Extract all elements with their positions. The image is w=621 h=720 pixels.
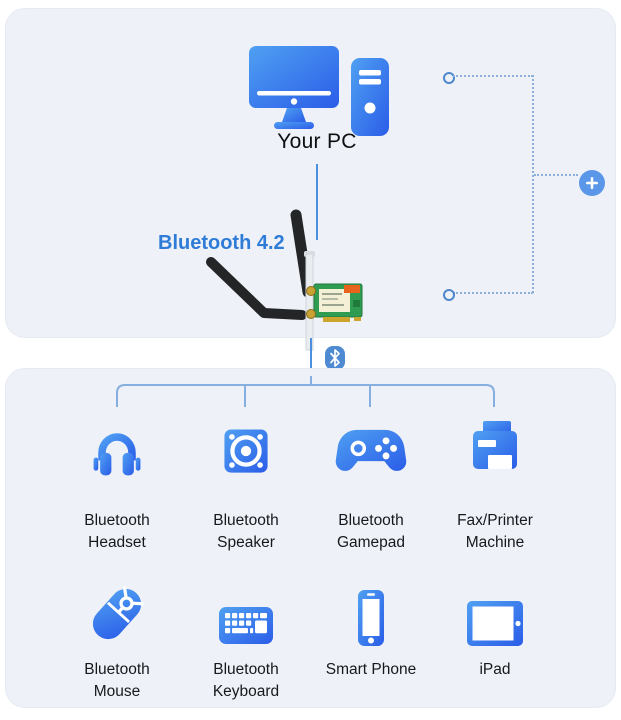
devices-section-panel (5, 368, 616, 708)
pc-to-adapter-line (316, 164, 318, 240)
callout-endpoint-bottom (443, 289, 455, 301)
plus-icon (579, 170, 605, 196)
smartphone-icon (349, 577, 393, 649)
callout-line-top (453, 75, 533, 77)
headset-icon (86, 409, 148, 481)
plus-button[interactable] (579, 170, 605, 196)
pc-label: Your PC (277, 130, 357, 153)
device-label: Fax/Printer Machine (457, 512, 533, 551)
device-cell-speaker: Bluetooth Speaker (176, 409, 316, 554)
device-cell-mouse: Bluetooth Mouse (47, 577, 187, 703)
callout-line-middle (534, 174, 578, 176)
adapter-to-devices-line (310, 338, 312, 378)
speaker-icon (216, 409, 276, 481)
device-cell-tablet: iPad (425, 577, 565, 681)
pc-section-panel: Your PC Bluetooth 4.2 (5, 8, 616, 351)
bluetooth-icon (325, 346, 345, 370)
keyboard-icon (214, 577, 278, 649)
printer-icon (466, 409, 524, 481)
callout-line-bottom (453, 292, 533, 294)
device-cell-smartphone: Smart Phone (301, 577, 441, 681)
bluetooth-badge (325, 346, 345, 375)
tablet-icon (464, 577, 526, 649)
device-label: Bluetooth Speaker (213, 512, 279, 551)
device-cell-headset: Bluetooth Headset (47, 409, 187, 554)
device-label: Bluetooth Mouse (84, 661, 150, 700)
callout-endpoint-top (443, 72, 455, 84)
device-cell-keyboard: Bluetooth Keyboard (176, 577, 316, 703)
bluetooth-pcie-card-image (194, 205, 379, 360)
device-tree-connector (108, 376, 502, 415)
gamepad-icon (334, 409, 408, 481)
device-label: Bluetooth Keyboard (212, 661, 280, 700)
callout-line-vertical (532, 75, 534, 293)
device-cell-printer: Fax/Printer Machine (425, 409, 565, 554)
desktop-computer-icon (249, 46, 389, 143)
device-label: Bluetooth Gamepad (336, 512, 406, 551)
device-cell-gamepad: Bluetooth Gamepad (301, 409, 441, 554)
adapter-label: Bluetooth 4.2 (158, 232, 285, 254)
mouse-icon (81, 577, 153, 649)
device-label: iPad (479, 661, 511, 678)
device-label: Smart Phone (325, 661, 417, 678)
device-label: Bluetooth Headset (84, 512, 150, 551)
